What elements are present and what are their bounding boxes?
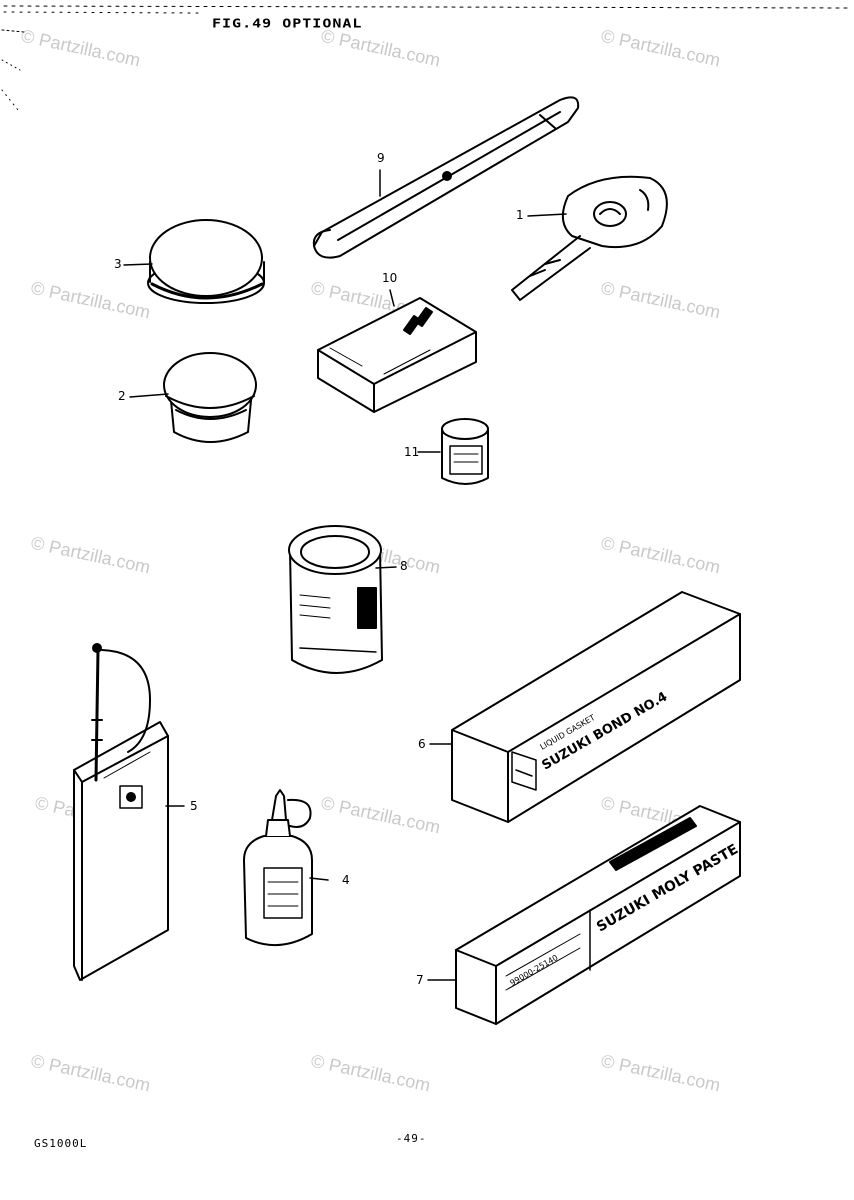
paint-can-8 — [288, 525, 383, 674]
callout-11: 11 — [404, 445, 420, 459]
leader-lines — [123, 169, 567, 981]
callout-7: 7 — [416, 973, 424, 987]
small-tin-11 — [441, 418, 489, 485]
callout-6: 6 — [418, 737, 426, 751]
callout-4: 4 — [342, 873, 350, 887]
figure-title: FIG.49 OPTIONAL — [212, 15, 363, 31]
handle-tool-9 — [312, 96, 580, 259]
callout-3: 3 — [114, 257, 122, 271]
callout-2: 2 — [118, 389, 126, 403]
oil-bottle-4 — [243, 789, 313, 947]
small-jar-2 — [163, 352, 257, 443]
footer-model-code: GS1000L — [34, 1137, 88, 1150]
callout-10: 10 — [382, 271, 398, 285]
transmitter-5 — [73, 643, 169, 981]
footer-page-number: -49- — [396, 1132, 427, 1145]
callout-9: 9 — [377, 151, 385, 165]
scan-noise — [1, 5, 851, 111]
callout-8: 8 — [400, 559, 408, 573]
moly-paste-box-7: SUZUKI MOLY PASTE 99000-25140 — [455, 805, 741, 1025]
suzuki-box-10 — [317, 297, 477, 413]
grease-can-3 — [147, 219, 265, 304]
bond-box-6: SUZUKI BOND NO.4 LIQUID GASKET — [451, 591, 741, 823]
callout-1: 1 — [516, 208, 524, 222]
ignition-key-1 — [511, 175, 668, 301]
callout-5: 5 — [190, 799, 198, 813]
